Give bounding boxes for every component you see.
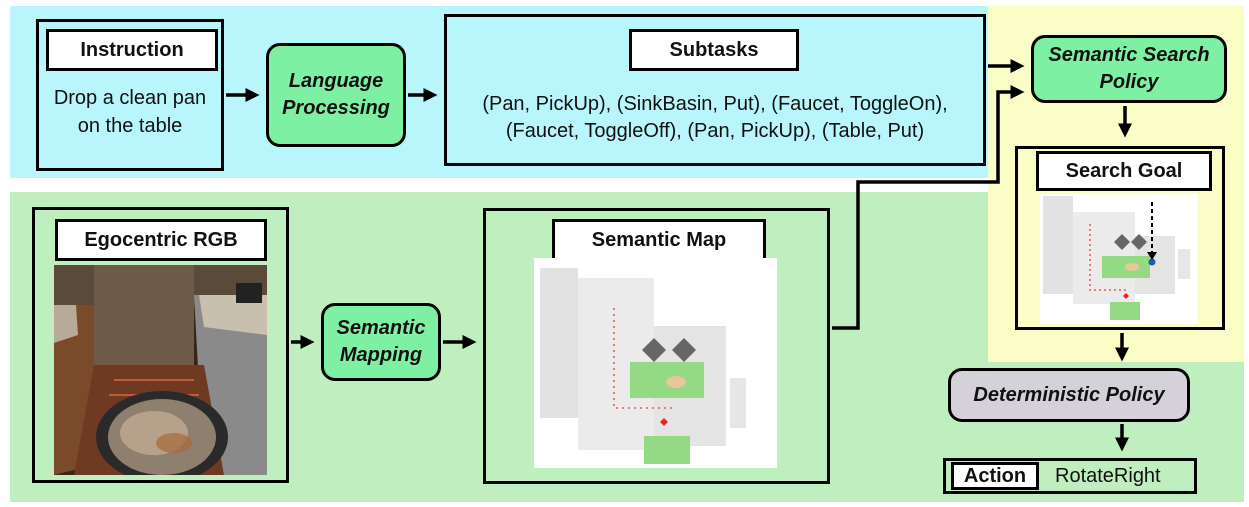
search-goal-map [1040, 194, 1198, 324]
semantic-map-drawing [540, 268, 746, 464]
action-value: RotateRight [1055, 464, 1161, 487]
subtasks-line-2: (Faucet, ToggleOff), (Pan, PickUp), (Tab… [505, 120, 925, 142]
search-goal-map-drawing [1043, 196, 1190, 320]
semantic-map-title: Semantic Map [552, 219, 766, 261]
subtasks-line-1: (Pan, PickUp), (SinkBasin, Put), (Faucet… [482, 93, 948, 115]
language-processing-module: Language Processing [266, 43, 406, 147]
semantic-search-policy-module: Semantic Search Policy [1031, 35, 1227, 103]
egocentric-scene [54, 265, 267, 475]
action-title: Action [951, 462, 1039, 490]
egocentric-image [54, 265, 267, 475]
subtasks-title: Subtasks [629, 29, 799, 71]
instruction-panel [36, 19, 224, 171]
semantic-mapping-module: Semantic Mapping [321, 303, 441, 381]
instruction-title: Instruction [46, 29, 218, 71]
instruction-text: Drop a clean pan on the table [53, 87, 207, 137]
egocentric-panel [32, 207, 289, 483]
search-goal-title: Search Goal [1036, 151, 1212, 191]
semantic-map-image [534, 258, 777, 468]
subtasks-panel [444, 14, 986, 166]
egocentric-title: Egocentric RGB [55, 219, 267, 261]
action-panel [943, 458, 1197, 494]
semantic-map-panel [483, 208, 830, 484]
deterministic-policy-module: Deterministic Policy [948, 368, 1190, 422]
